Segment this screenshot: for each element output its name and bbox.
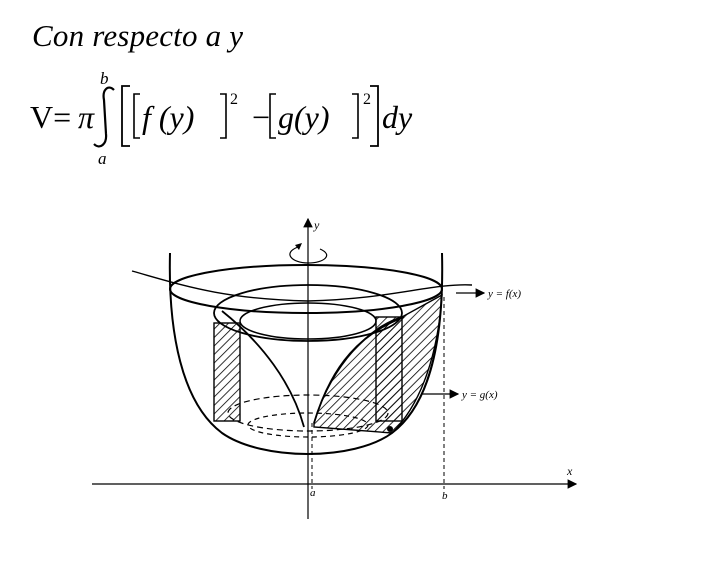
inner-right-bracket-g (352, 93, 359, 139)
inner-right-bracket-f (220, 93, 227, 139)
label-f: y = f(x) (487, 288, 521, 300)
volume-formula: V= π b a f (y) 2 − g(y) 2 dy (30, 70, 413, 168)
outer-right-bracket (370, 85, 379, 147)
right-hatched-region (313, 293, 443, 434)
formula-pi: π (78, 99, 95, 135)
f-term: f (y) (142, 99, 194, 135)
rotation-arrowhead-icon (295, 243, 302, 250)
exponent-g: 2 (363, 91, 371, 108)
formula-lhs: V= (30, 99, 71, 135)
lower-limit: a (98, 149, 107, 168)
bottom-dashed-ellipse-2 (247, 412, 369, 438)
exponent-f: 2 (230, 91, 238, 108)
x-axis-label: x (566, 464, 573, 478)
bottom-dashed-ellipse-1 (227, 394, 389, 432)
f-curve-left (131, 270, 309, 302)
upper-limit: b (100, 70, 109, 88)
integral-sign (93, 86, 115, 148)
top-ellipse (169, 264, 443, 314)
tick-b-label: b (442, 490, 448, 502)
rotation-arrow-icon (289, 246, 328, 264)
revolution-diagram: y x a b y = f(x) y = g(x) (92, 217, 578, 519)
label-g: y = g(x) (461, 389, 498, 401)
g-term: g(y) (278, 99, 330, 135)
heading-title: Con respecto a y (32, 18, 244, 53)
y-axis-label: y (313, 218, 320, 232)
left-hatched-strip (213, 322, 241, 422)
curve-point (387, 426, 393, 432)
outer-left-bracket (121, 85, 130, 147)
minus-sign: − (252, 99, 270, 135)
outer-bowl-curve (168, 252, 444, 455)
tick-a-label: a (310, 487, 316, 499)
middle-ellipse (213, 284, 403, 342)
g-curve-right (313, 316, 405, 424)
g-curve-left (221, 310, 305, 428)
f-curve-right (307, 284, 473, 302)
inner-left-bracket-g (269, 93, 276, 139)
differential: dy (382, 99, 413, 135)
inner-left-bracket-f (133, 93, 140, 139)
